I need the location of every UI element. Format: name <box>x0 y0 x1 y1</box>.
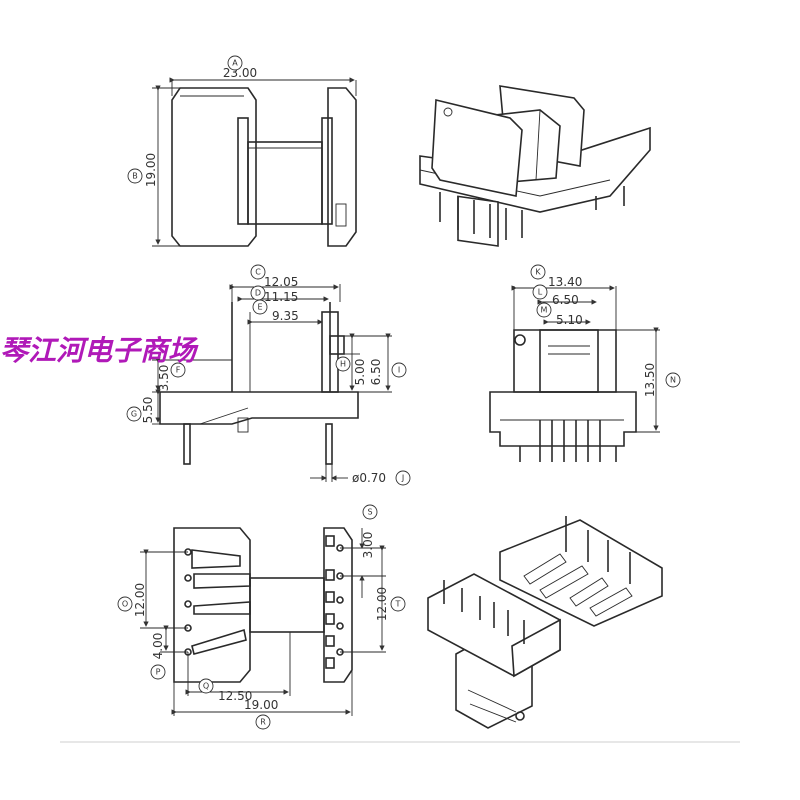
bottom-view: 12.00 O 4.00 P 3.00 S 12.00 T 12.50 Q 19… <box>117 504 406 730</box>
watermark-text: 琴江河电子商场 <box>0 334 199 367</box>
dim-t-letter: T <box>395 600 401 609</box>
dim-n-letter: N <box>670 376 676 385</box>
dim-c-letter: C <box>255 268 261 277</box>
dim-q-value: 12.50 <box>218 689 252 703</box>
dim-m-value: 5.10 <box>556 313 583 327</box>
dim-c-value: 12.05 <box>264 275 298 289</box>
dim-k-letter: K <box>535 268 541 277</box>
dim-f-letter: F <box>176 366 181 375</box>
dim-a-letter: A <box>232 59 238 68</box>
dim-r-letter: R <box>260 718 266 727</box>
dim-d-letter: D <box>255 289 261 298</box>
dim-h-value: 5.00 <box>353 359 367 386</box>
top-view: 23.00 A 19.00 B <box>127 55 357 247</box>
dim-p-letter: P <box>156 668 161 677</box>
dim-b-value: 19.00 <box>144 153 158 187</box>
dim-g-letter: G <box>131 410 137 419</box>
dim-m-letter: M <box>541 306 548 315</box>
dim-l-letter: L <box>538 288 543 297</box>
dim-q-letter: Q <box>203 682 209 691</box>
dim-o-letter: O <box>122 600 128 609</box>
dim-s-value: 3.00 <box>361 532 375 559</box>
front-view: 12.05 C 11.15 D 9.35 E 3.50 F 5.50 G 5.0… <box>126 264 411 486</box>
dim-h-letter: H <box>340 360 346 369</box>
dim-l-value: 6.50 <box>552 293 579 307</box>
dim-b-letter: B <box>132 172 138 181</box>
dim-o-value: 12.00 <box>133 583 147 617</box>
dim-e-letter: E <box>257 303 262 312</box>
dim-i-value: 6.50 <box>369 359 383 386</box>
side-view: 13.40 K 6.50 L 5.10 M 13.50 N <box>489 264 681 462</box>
dim-d-value: 11.15 <box>264 290 298 304</box>
dim-e-value: 9.35 <box>272 309 299 323</box>
dim-s-letter: S <box>367 508 372 517</box>
dim-p-value: 4.00 <box>151 633 165 660</box>
isometric-view-top <box>419 85 651 247</box>
dim-k-value: 13.40 <box>548 275 582 289</box>
dim-n-value: 13.50 <box>643 363 657 397</box>
dim-j-letter: J <box>401 474 404 483</box>
dim-i-letter: I <box>398 366 400 375</box>
dim-t-value: 12.00 <box>375 587 389 621</box>
dim-g-value: 5.50 <box>141 397 155 424</box>
isometric-view-bottom <box>427 516 663 729</box>
dim-r-value: 19.00 <box>244 698 278 712</box>
dim-f-value: 3.50 <box>157 365 171 392</box>
dim-j-value: ø0.70 <box>352 471 386 485</box>
